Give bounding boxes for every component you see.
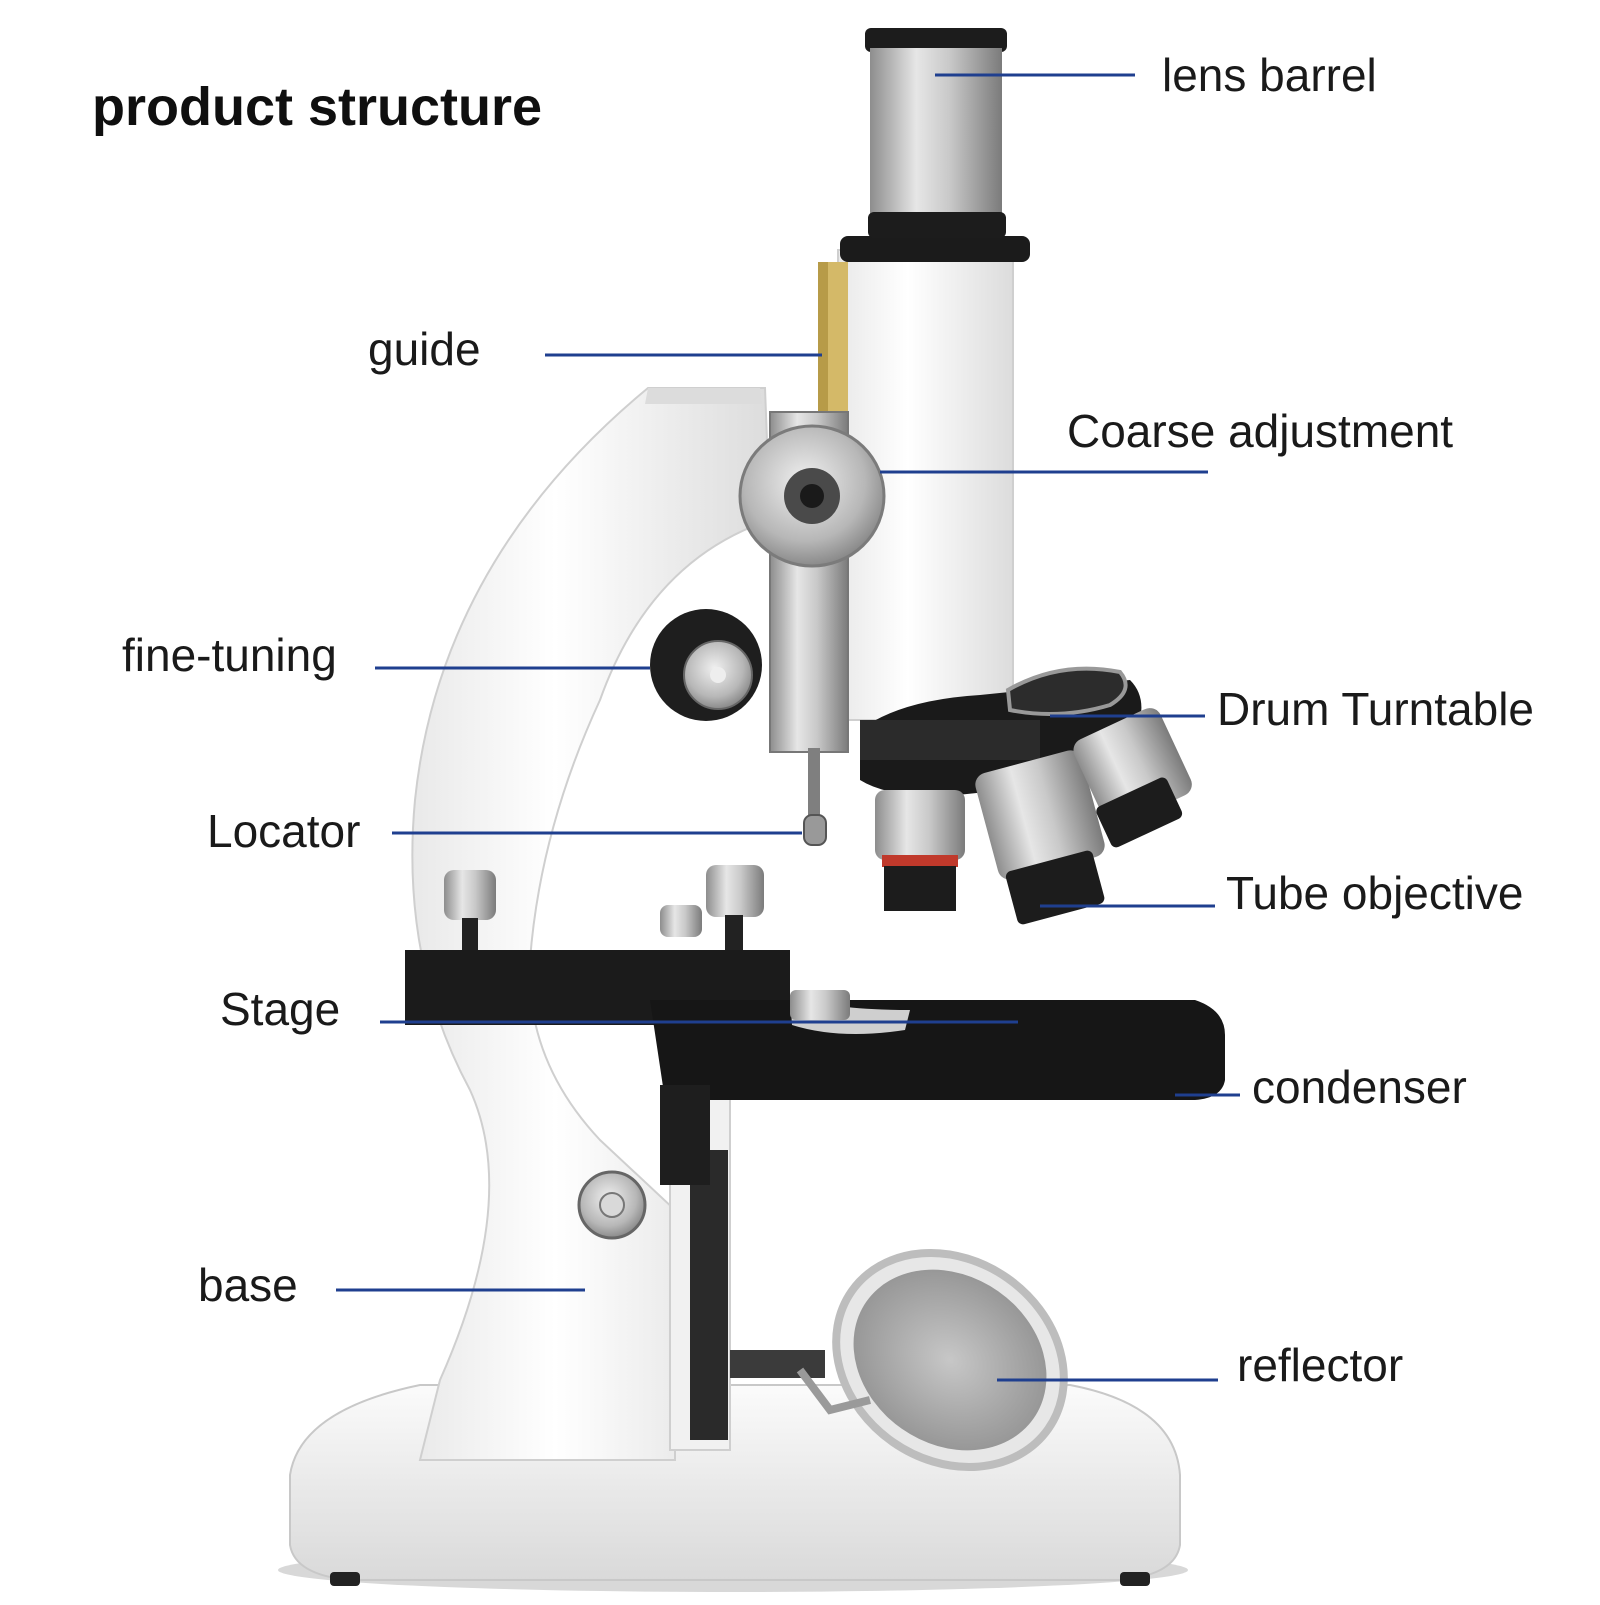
coarse-knob bbox=[738, 424, 886, 568]
reflector-mirror bbox=[730, 1249, 1068, 1471]
stage-clips bbox=[444, 865, 764, 958]
label-guide: guide bbox=[368, 323, 481, 375]
label-condenser: condenser bbox=[1252, 1061, 1467, 1113]
label-coarse-adjustment: Coarse adjustment bbox=[1067, 405, 1454, 457]
label-fine-tuning: fine-tuning bbox=[122, 629, 337, 681]
leader-lines bbox=[336, 73, 1240, 1382]
objective-right bbox=[1073, 708, 1192, 848]
label-lens-barrel: lens barrel bbox=[1162, 49, 1377, 101]
label-drum-turntable: Drum Turntable bbox=[1217, 683, 1535, 735]
label-tube-objective: Tube objective bbox=[1226, 867, 1524, 919]
label-reflector: reflector bbox=[1237, 1339, 1404, 1391]
label-stage: Stage bbox=[220, 983, 341, 1035]
label-locator: Locator bbox=[207, 805, 361, 857]
fine-knob bbox=[650, 609, 762, 721]
nosepiece bbox=[860, 666, 1142, 796]
locator-pin bbox=[803, 748, 827, 846]
arm bbox=[411, 387, 772, 1461]
label-base: base bbox=[198, 1259, 298, 1311]
eyepiece bbox=[865, 28, 1007, 238]
diagram-title: product structure bbox=[92, 77, 543, 137]
stage-plate bbox=[405, 950, 1225, 1185]
objective-left bbox=[875, 790, 965, 911]
